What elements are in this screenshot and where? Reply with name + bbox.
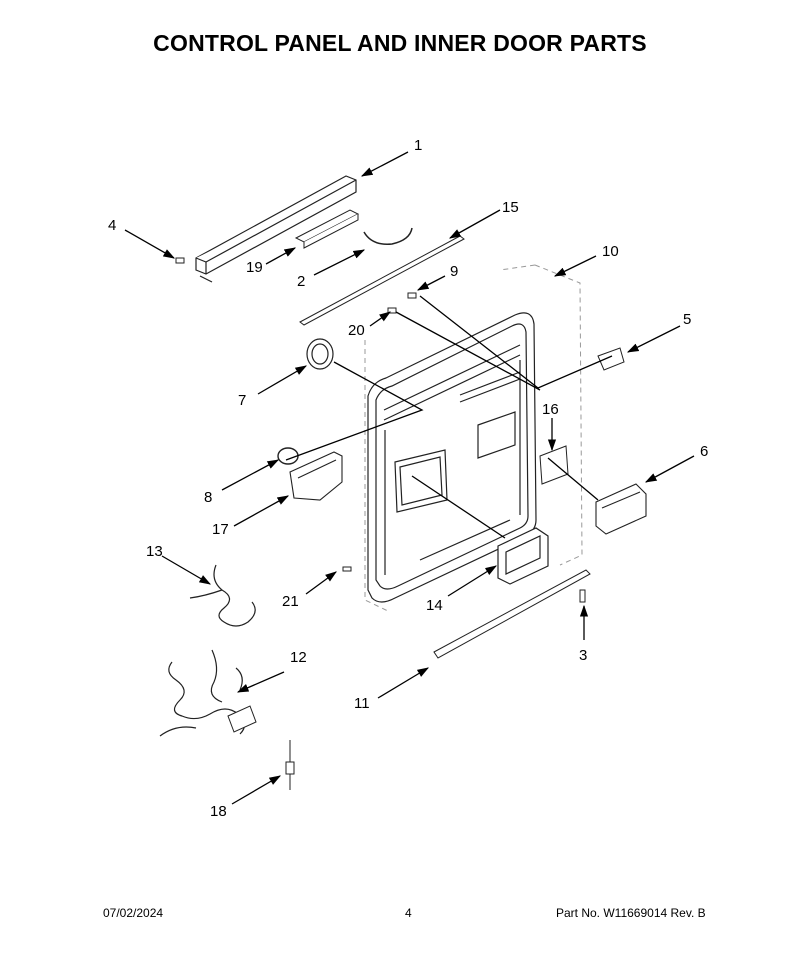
- callout-12: 12: [290, 649, 307, 666]
- callout-19: 19: [246, 259, 263, 276]
- control-module-part: [497, 527, 549, 585]
- dispenser-part: [595, 483, 647, 535]
- screw-parts: [175, 257, 586, 603]
- callout-20: 20: [348, 322, 365, 339]
- door-gasket-strip-part: [299, 235, 465, 326]
- page-title: CONTROL PANEL AND INNER DOOR PARTS: [153, 30, 647, 56]
- outer-door-panel-outline: [364, 264, 583, 613]
- wiring-harness-upper-part: [189, 564, 256, 627]
- callout-17: 17: [212, 521, 229, 538]
- callout-14: 14: [426, 597, 443, 614]
- callout-13: 13: [146, 543, 163, 560]
- callout-15: 15: [502, 199, 519, 216]
- sensor-part: [285, 740, 295, 790]
- footer-part-number: Part No. W11669014 Rev. B: [556, 906, 706, 920]
- callout-1: 1: [414, 137, 422, 154]
- callout-7: 7: [238, 392, 246, 409]
- inner-door-liner: [367, 312, 537, 603]
- callout-3: 3: [579, 647, 587, 664]
- vent-assembly-part: [289, 451, 343, 501]
- callout-2: 2: [297, 273, 305, 290]
- vent-part: [306, 338, 334, 370]
- bottom-trim-part: [433, 569, 591, 659]
- ribbon-cable-part: [363, 227, 413, 245]
- user-interface-board-part: [294, 209, 360, 249]
- callout-8: 8: [204, 489, 212, 506]
- callout-4: 4: [108, 217, 116, 234]
- console-top-part: [195, 175, 357, 283]
- callout-21: 21: [282, 593, 299, 610]
- callout-9: 9: [450, 263, 458, 280]
- footer-page-number: 4: [405, 906, 412, 920]
- assembly-connector-lines: [285, 295, 613, 539]
- callout-18: 18: [210, 803, 227, 820]
- wiring-harness-main-part: [159, 649, 246, 737]
- callout-10: 10: [602, 243, 619, 260]
- callout-11: 11: [354, 695, 370, 712]
- leader-lines: [124, 151, 695, 805]
- callout-labels: 1 2 3 4 5 6 7 8 9 10 11 12 13 14 15 16 1…: [108, 137, 708, 820]
- callout-16: 16: [542, 401, 559, 418]
- door-latch-part: [597, 347, 625, 371]
- harness-connector-block: [227, 705, 257, 733]
- callout-6: 6: [700, 443, 708, 460]
- callout-5: 5: [683, 311, 691, 328]
- bracket-part: [539, 445, 569, 485]
- footer-date: 07/02/2024: [103, 906, 164, 920]
